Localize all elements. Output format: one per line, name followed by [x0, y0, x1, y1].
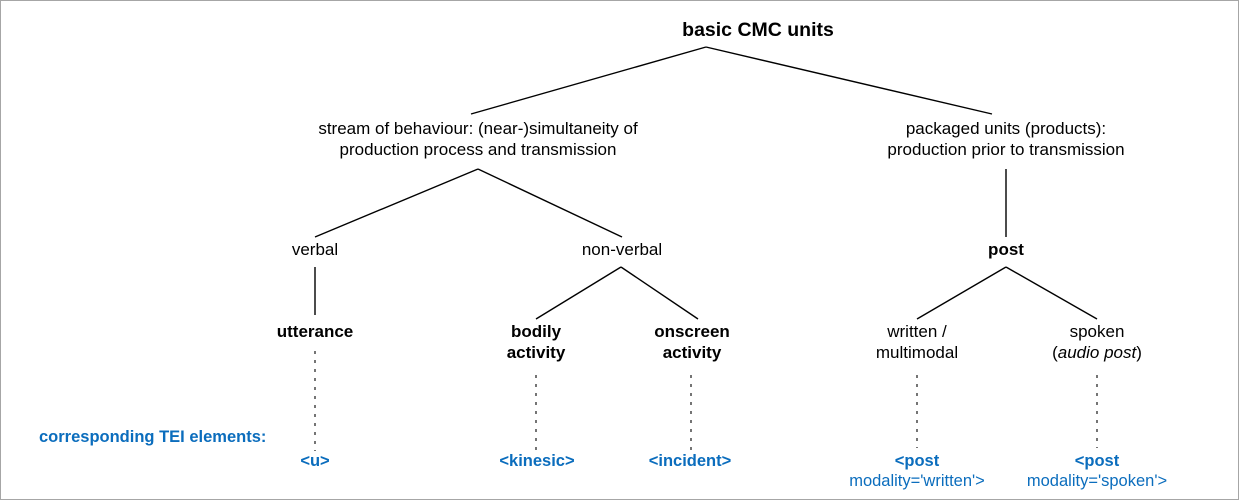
- node-label: verbal: [291, 240, 339, 259]
- paren-open: (: [1052, 342, 1058, 362]
- node-packaged-units: packaged units (products): production pr…: [887, 119, 1124, 160]
- node-label-line1: packaged units (products):: [905, 119, 1107, 138]
- edge-stream-to-nonverbal: [477, 168, 623, 238]
- node-stream-of-behaviour: stream of behaviour: (near-)simultaneity…: [318, 119, 637, 160]
- node-label-line1: stream of behaviour: (near-)simultaneity…: [318, 119, 638, 138]
- node-verbal: verbal: [292, 240, 338, 261]
- node-bodily-activity: bodily activity: [507, 322, 566, 363]
- tei-tag: <post: [1074, 452, 1120, 470]
- node-label-line2: production process and transmission: [339, 139, 617, 159]
- node-label-line2: activity: [506, 342, 566, 362]
- tei-element-incident: <incident>: [649, 451, 732, 471]
- tei-tag: <u>: [300, 452, 330, 470]
- edge-post-to-spoken: [1005, 266, 1098, 320]
- node-utterance: utterance: [277, 322, 354, 343]
- node-onscreen-activity: onscreen activity: [654, 322, 730, 363]
- edge-post-to-written: [916, 266, 1007, 320]
- node-basic-cmc-units: basic CMC units: [682, 19, 834, 43]
- edge-stream-to-verbal: [314, 168, 479, 238]
- node-spoken-audio-post: spoken (audio post): [1052, 322, 1142, 363]
- node-label-line1: written /: [887, 322, 947, 341]
- node-label: non-verbal: [581, 240, 663, 259]
- tei-tag: <post: [894, 452, 940, 470]
- tei-attribute: modality='written'>: [849, 472, 985, 491]
- tei-element-u: <u>: [300, 451, 329, 471]
- edge-root-to-packaged: [705, 46, 993, 115]
- tei-element-post-written: <post modality='written'>: [849, 451, 985, 491]
- audio-post-italic: audio post: [1057, 342, 1137, 362]
- node-label-line1: spoken: [1069, 322, 1125, 341]
- node-label-line1: bodily: [510, 322, 562, 341]
- node-label-line2: activity: [662, 342, 722, 362]
- tei-tag: <incident>: [648, 452, 732, 470]
- node-label: basic CMC units: [682, 19, 834, 41]
- tei-element-kinesic: <kinesic>: [499, 451, 574, 471]
- tei-element-post-spoken: <post modality='spoken'>: [1027, 451, 1167, 491]
- tei-legend-line1: corresponding TEI: [39, 428, 185, 446]
- tei-legend-line2: elements:: [189, 428, 267, 446]
- tei-tag: <kinesic>: [499, 452, 575, 470]
- node-label-line2: production prior to transmission: [887, 139, 1125, 159]
- node-label: utterance: [276, 322, 354, 341]
- edge-nonverbal-to-bodily: [535, 266, 622, 320]
- node-label-line2: (audio post): [1052, 343, 1142, 364]
- node-post: post: [988, 240, 1024, 261]
- node-written-multimodal: written / multimodal: [876, 322, 958, 363]
- node-label-line2: multimodal: [875, 342, 959, 362]
- edge-root-to-stream: [470, 46, 707, 115]
- paren-close: ): [1136, 342, 1142, 362]
- edge-nonverbal-to-onscreen: [620, 266, 699, 320]
- node-label: post: [988, 240, 1024, 259]
- tei-legend: corresponding TEI elements:: [39, 427, 266, 447]
- node-label-line1: onscreen: [654, 322, 730, 341]
- node-non-verbal: non-verbal: [582, 240, 662, 261]
- tei-attribute: modality='spoken'>: [1026, 472, 1168, 491]
